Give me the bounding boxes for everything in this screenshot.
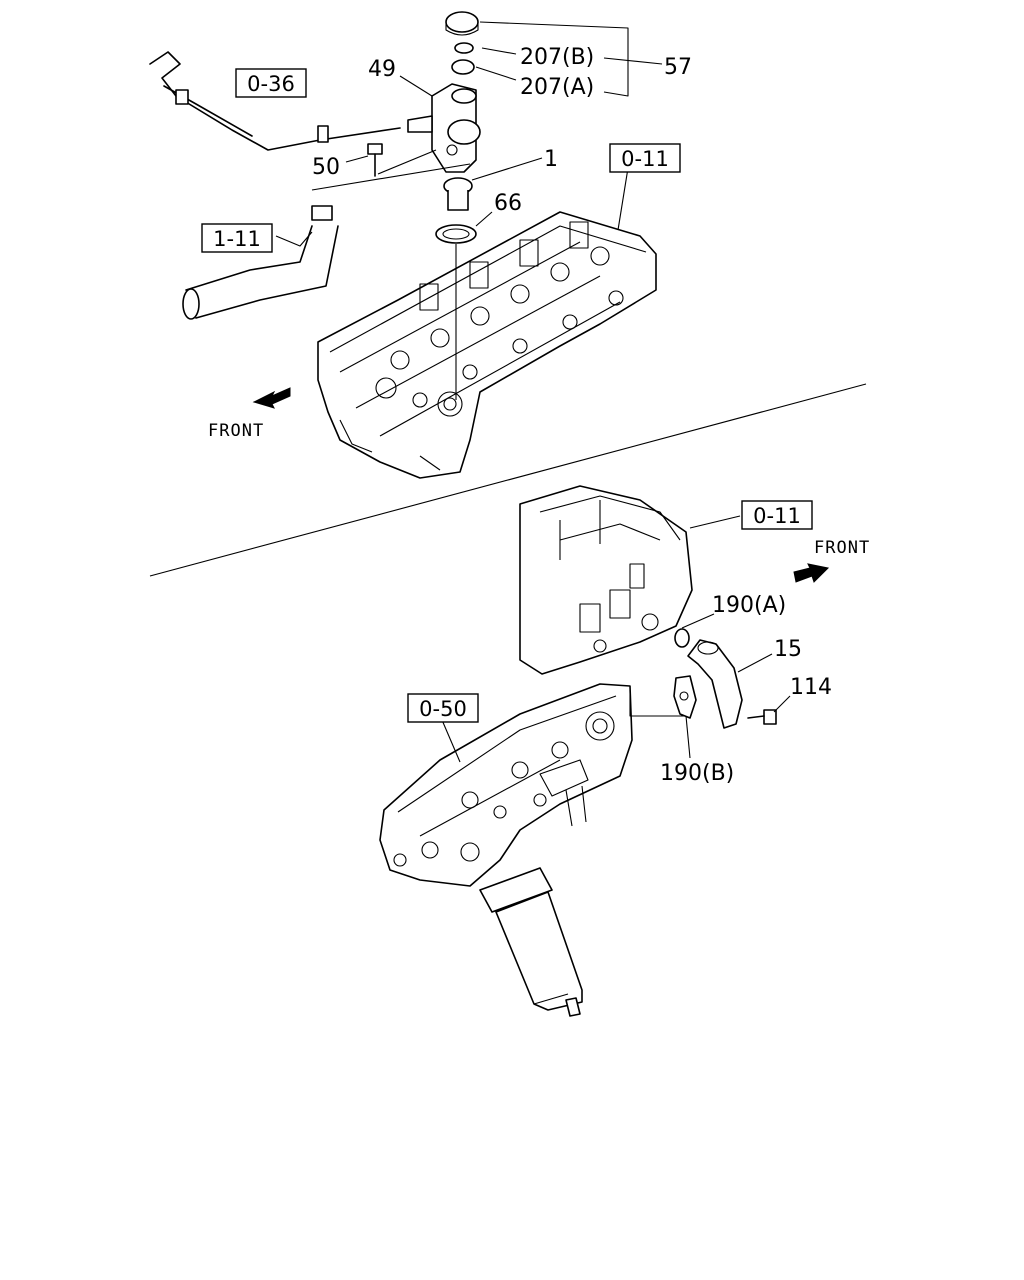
bolt-114-drawing xyxy=(747,709,777,725)
radiator-cap-drawing xyxy=(445,11,479,75)
thermostat-drawing xyxy=(435,177,477,244)
part-label-207b: 207(B) xyxy=(520,45,594,70)
bolt-50-drawing xyxy=(367,143,383,177)
ref-box-1-11[interactable]: 1-11 xyxy=(201,223,273,253)
ref-label-0-50: 0-50 xyxy=(419,697,467,721)
oil-cooler-drawing xyxy=(379,683,633,887)
part-label-207a: 207(A) xyxy=(520,75,594,100)
front-label-bottom: FRONT xyxy=(814,538,870,558)
section-divider xyxy=(149,383,867,577)
part-label-190b: 190(B) xyxy=(660,761,734,786)
front-arrow-right-icon xyxy=(793,563,830,583)
ref-label-1-11: 1-11 xyxy=(213,227,261,251)
ref-box-0-36[interactable]: 0-36 xyxy=(235,68,307,98)
ref-box-0-50[interactable]: 0-50 xyxy=(407,693,479,723)
part-label-190a: 190(A) xyxy=(712,593,786,618)
ref-label-0-11-top: 0-11 xyxy=(621,147,669,171)
part-label-50: 50 xyxy=(312,155,340,180)
ref-box-0-11-top[interactable]: 0-11 xyxy=(609,143,681,173)
thermostat-housing-drawing xyxy=(407,83,481,173)
gasket-190b-drawing xyxy=(673,675,697,719)
part-label-1: 1 xyxy=(544,147,558,172)
radiator-hose-drawing xyxy=(182,205,339,320)
leader-lines-bottom xyxy=(441,515,791,763)
pipe-15-drawing xyxy=(674,628,743,729)
ref-box-0-11-bottom[interactable]: 0-11 xyxy=(741,500,813,530)
part-label-49: 49 xyxy=(368,57,396,82)
cylinder-head-drawing xyxy=(317,211,657,479)
cylinder-block-drawing xyxy=(519,485,693,675)
part-label-15: 15 xyxy=(774,637,802,662)
part-label-114: 114 xyxy=(790,675,832,700)
ref-label-0-36: 0-36 xyxy=(247,72,295,96)
part-label-57: 57 xyxy=(664,55,692,80)
ref-label-0-11-bottom: 0-11 xyxy=(753,504,801,528)
part-label-66: 66 xyxy=(494,191,522,216)
oil-filter-drawing xyxy=(479,867,583,1017)
front-label-top: FRONT xyxy=(208,421,264,441)
bypass-hose-drawing xyxy=(149,51,401,151)
front-arrow-left-icon xyxy=(252,387,291,409)
